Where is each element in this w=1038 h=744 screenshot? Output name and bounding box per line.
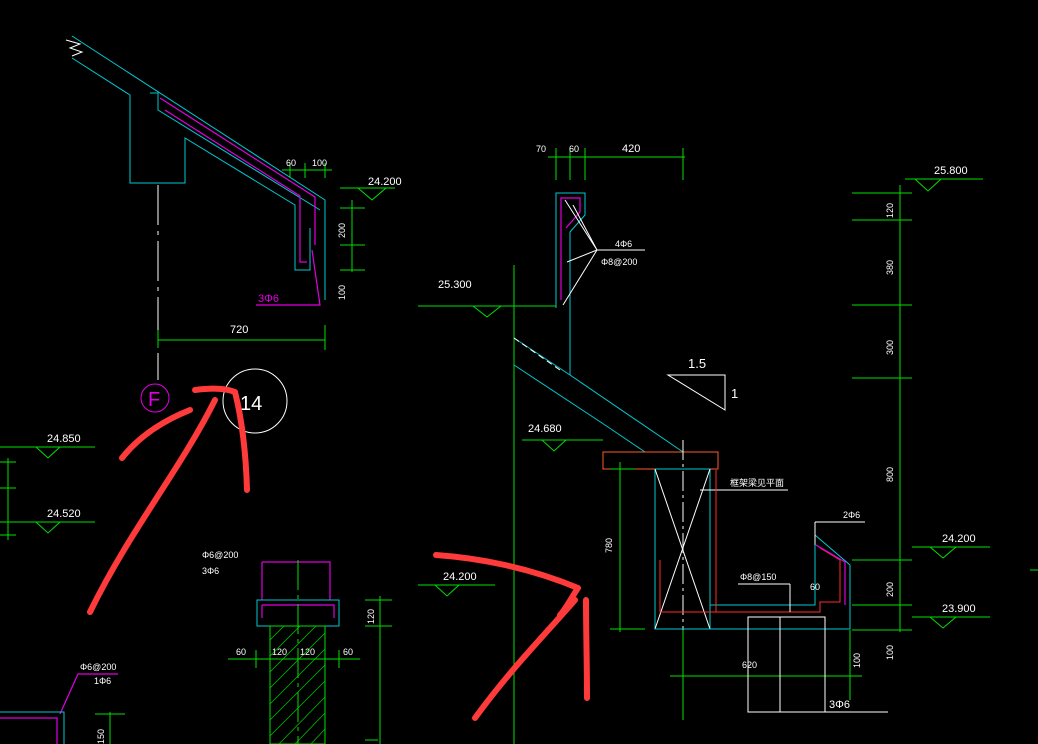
bottom-beam-section: Φ6@200 3Φ6 60 120 120 60 120 Φ6@200: [0, 550, 392, 744]
label-phi8-150: Φ8@150: [740, 572, 776, 582]
parapet-rebar: [560, 197, 581, 300]
mid-elevation: 24.200: [418, 571, 495, 597]
markup-arrow-right-shaft: [472, 597, 578, 721]
markup-arrow-left-hook: [192, 385, 250, 493]
roof-rebar-bottom: [164, 109, 307, 263]
label-phi6-200-a: Φ6@200: [202, 550, 238, 560]
slope-1-5: 1.5: [688, 356, 706, 371]
label-3phi6-a: 3Φ6: [202, 566, 219, 576]
dim-100-top: 100: [312, 158, 327, 168]
slope-triangle: [666, 374, 726, 411]
left-eave-detail: 60 100 24.200 200 100 3Φ6 720 F 14: [65, 35, 402, 434]
red-markup-arrows: [87, 385, 590, 721]
dim-780: 780: [604, 538, 614, 553]
label-3phi6-b: 3Φ6: [829, 699, 850, 711]
elev-25800: 25.800: [934, 165, 968, 177]
label-2phi6: 2Φ6: [843, 510, 860, 520]
dim-380-right: 380: [885, 260, 895, 275]
elev-24200-top: 24.200: [368, 176, 402, 188]
label-phi8-200: Φ8@200: [601, 257, 637, 267]
roof-slab-bottom-outline: [71, 57, 311, 271]
dim-60-b: 60: [343, 647, 353, 657]
roof-rebar-top: [159, 97, 316, 245]
slope-slab-bottom: [513, 364, 646, 453]
dim-150: 150: [96, 729, 106, 744]
left-elevations: 24.850 24.520: [0, 433, 95, 540]
dim-420: 420: [622, 143, 640, 155]
rebar-leaders: [562, 199, 598, 306]
label-4phi6: 4Φ6: [615, 239, 632, 249]
elev-24200-right: 24.200: [942, 533, 976, 545]
leader-3phi6-left: [256, 249, 321, 306]
break-mark: [65, 39, 84, 57]
gutter-rebar: [659, 547, 841, 613]
dim-60-mid: 60: [569, 144, 579, 154]
dim-720: 720: [230, 324, 248, 336]
detail-number: 14: [240, 393, 262, 415]
elev-24850: 24.850: [47, 433, 81, 445]
elev-25300: 25.300: [438, 279, 472, 291]
roof-slab-inner-line: [150, 92, 321, 211]
elev-24520: 24.520: [47, 508, 81, 520]
dim-60-top: 60: [286, 158, 296, 168]
label-1phi6: 1Φ6: [94, 676, 111, 686]
markup-arrow-right-tail: [583, 597, 590, 701]
dim-300-right: 300: [885, 340, 895, 355]
markup-arrow-left-shaft: [87, 397, 218, 615]
dim-620: 620: [742, 660, 757, 670]
roof-slab-top-line: [71, 35, 326, 300]
dim-100-left: 100: [337, 285, 347, 300]
dim-120-a: 120: [272, 647, 287, 657]
column-below-gutter: [747, 616, 826, 713]
parapet-outline: [555, 192, 586, 375]
leader-phi6-200-b: [59, 673, 118, 715]
label-3phi6-left: 3Φ6: [258, 293, 279, 305]
beam-note: 框架梁见平面: [730, 477, 784, 488]
right-gutter-detail: 70 60 420 4Φ6 Φ8@200 25.300 1.5 1 24.680: [418, 143, 888, 744]
dim-120-right: 120: [885, 203, 895, 218]
right-elevations: 120 380 300 800 200 100 25.800 24.200 23…: [852, 165, 1038, 660]
dim-120-col: 120: [366, 609, 376, 624]
gutter-outline: [655, 533, 851, 630]
dim-100-right: 100: [885, 645, 895, 660]
axis-label-f: F: [148, 389, 160, 411]
dim-800-right: 800: [885, 467, 895, 482]
dim-200-right: 200: [885, 582, 895, 597]
elevation-mark-24200-top: [357, 187, 387, 201]
dim-60-a: 60: [236, 647, 246, 657]
markup-arrow-left-head: [119, 407, 193, 461]
elev-24200-mid: 24.200: [443, 571, 477, 583]
detail-circle: [222, 368, 288, 434]
elev-23900: 23.900: [942, 603, 976, 615]
dim-120-b: 120: [300, 647, 315, 657]
dim-70: 70: [536, 144, 546, 154]
slope-1: 1: [731, 386, 738, 401]
dim-200-left: 200: [337, 223, 347, 238]
slope-slab-top: [513, 337, 684, 453]
dim-60-gutter: 60: [810, 582, 820, 592]
dim-100-bottom: 100: [852, 653, 862, 668]
axis-bubble-f: [140, 383, 170, 413]
elev-24680: 24.680: [528, 423, 562, 435]
label-phi6-200-b: Φ6@200: [80, 662, 116, 672]
leader-phi6-200: [262, 561, 331, 600]
